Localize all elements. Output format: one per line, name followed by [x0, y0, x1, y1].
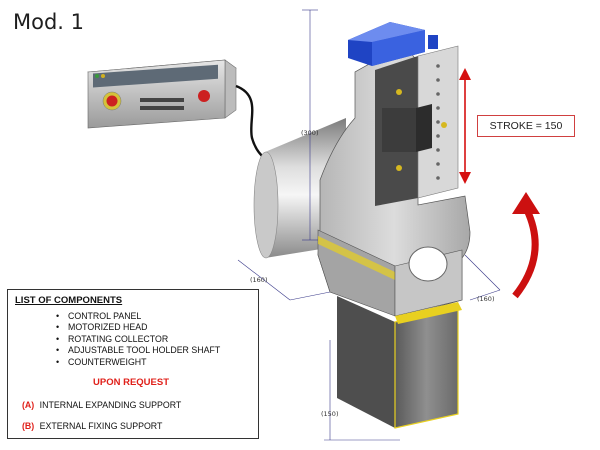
option-b-label: EXTERNAL FIXING SUPPORT: [39, 421, 163, 431]
tool-slide: [375, 45, 459, 206]
dimension-lines: [237, 9, 501, 441]
motorized-head: [348, 22, 438, 66]
dim-height-label: (300): [301, 129, 318, 137]
stroke-arrow: [459, 68, 471, 184]
list-item: ADJUSTABLE TOOL HOLDER SHAFT: [56, 345, 220, 357]
option-b-tag: (B): [22, 421, 35, 431]
option-a-tag: (A): [22, 400, 35, 410]
option-a-label: INTERNAL EXPANDING SUPPORT: [39, 400, 182, 410]
option-b: (B) EXTERNAL FIXING SUPPORT: [22, 421, 162, 431]
list-item: MOTORIZED HEAD: [56, 322, 220, 334]
stroke-label: STROKE = 150: [477, 115, 575, 137]
components-legend: LIST OF COMPONENTS CONTROL PANEL MOTORIZ…: [7, 289, 259, 439]
list-item: ROTATING COLLECTOR: [56, 334, 220, 346]
dim-width-left-label: (160): [250, 276, 267, 284]
rotation-arrow: [512, 192, 540, 299]
list-item: CONTROL PANEL: [56, 311, 220, 323]
list-item: COUNTERWEIGHT: [56, 357, 220, 369]
control-panel: [87, 59, 237, 129]
on-request-heading: UPON REQUEST: [93, 377, 170, 388]
dim-base-height-label: (150): [321, 410, 338, 418]
legend-title: LIST OF COMPONENTS: [15, 295, 123, 306]
model-title: Mod. 1: [13, 10, 85, 34]
dim-width-right-label: (160): [477, 295, 494, 303]
base-block: [337, 296, 459, 429]
component-list: CONTROL PANEL MOTORIZED HEAD ROTATING CO…: [56, 311, 220, 368]
option-a: (A) INTERNAL EXPANDING SUPPORT: [22, 400, 181, 410]
